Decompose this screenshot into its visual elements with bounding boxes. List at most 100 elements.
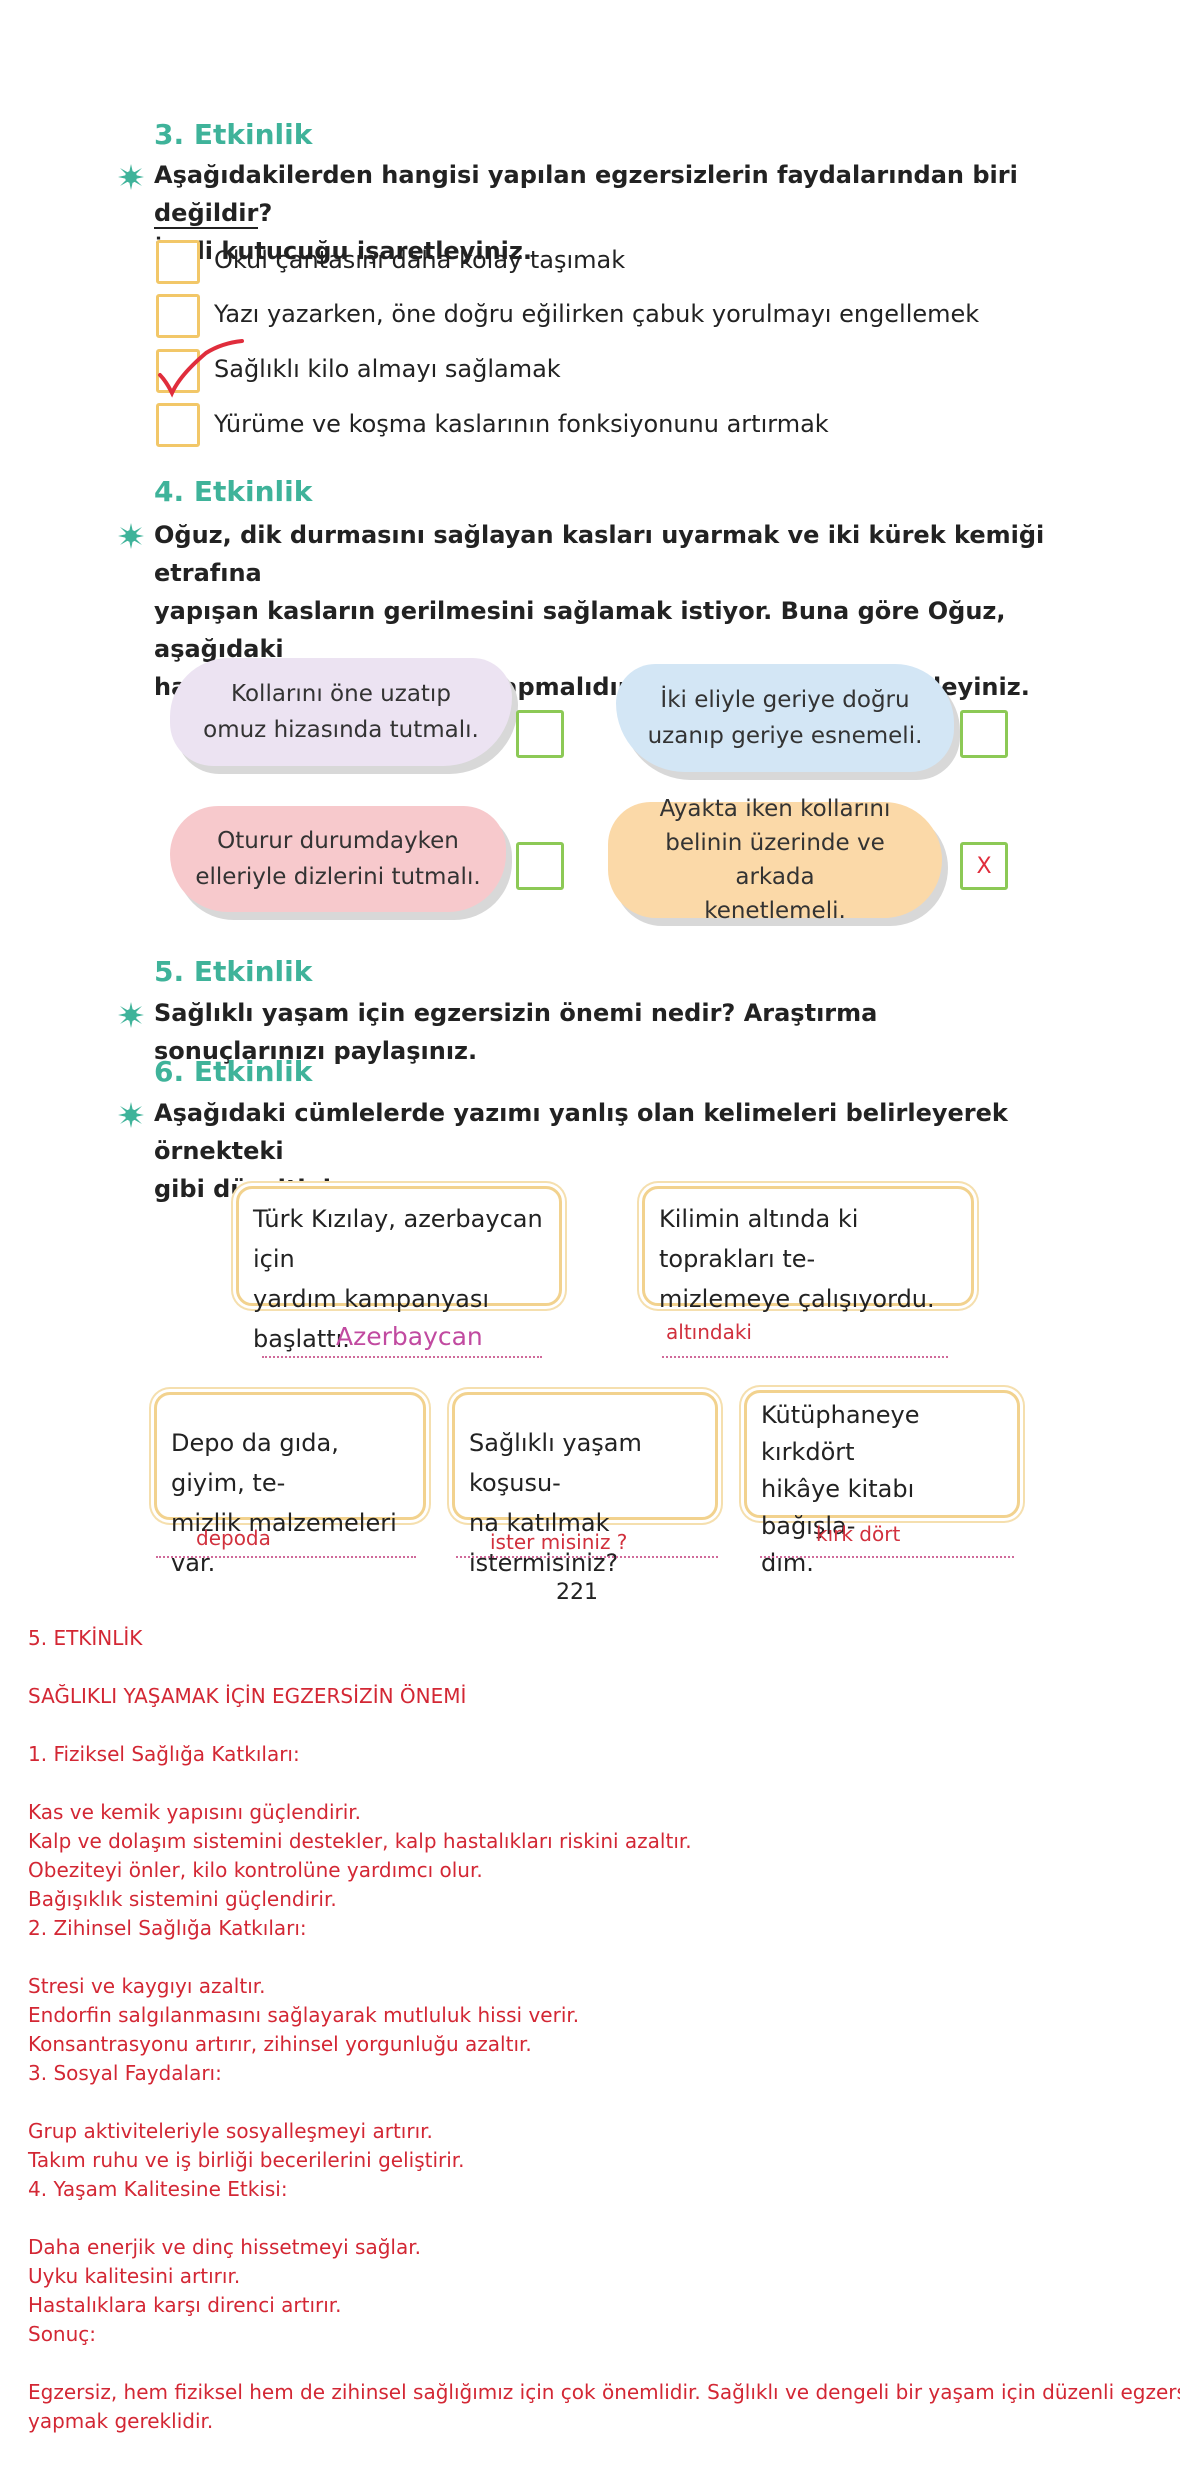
activity-3-title: 3. Etkinlik <box>154 118 313 151</box>
activity-6-title: 6. Etkinlik <box>154 1055 313 1088</box>
answer-checkbox-4[interactable]: X <box>960 842 1008 890</box>
option-label-4: Yürüme ve koşma kaslarının fonksiyonunu … <box>214 410 829 438</box>
essay-line: Endorfin salgılanmasını sağlayarak mutlu… <box>28 2003 580 2027</box>
bubble-line: kenetlemeli. <box>704 898 846 924</box>
page-number: 221 <box>556 1580 598 1605</box>
essay-line: Sonuç: <box>28 2322 97 2346</box>
sentence-card-1: Türk Kızılay, azerbaycan için yardım kam… <box>236 1186 562 1353</box>
essay-line: Grup aktiviteleriyle sosyalleşmeyi artır… <box>28 2119 433 2143</box>
starburst-bullet-icon <box>118 1002 144 1028</box>
essay-line: Kas ve kemik yapısını güçlendirir. <box>28 1800 362 1824</box>
card-line: mizlik malzemeleri var. <box>171 1509 397 1577</box>
correction-answer-2: altındaki <box>666 1320 752 1344</box>
sentence-card-2: Kilimin altında ki toprakları te- mizlem… <box>642 1186 974 1313</box>
essay-line: Obeziteyi önler, kilo kontrolüne yardımc… <box>28 1858 483 1882</box>
answer-checkbox-3[interactable] <box>516 842 564 890</box>
bubble-line: omuz hizasında tutmalı. <box>203 717 479 743</box>
question-text: Aşağıdakilerden hangisi yapılan egzersiz… <box>154 161 1018 189</box>
activity-3-question: Aşağıdakilerden hangisi yapılan egzersiz… <box>154 156 1054 270</box>
essay-line: Konsantrasyonu artırır, zihinsel yorgunl… <box>28 2032 532 2056</box>
essay-line: Bağışıklık sistemini güçlendirir. <box>28 1887 337 1911</box>
answer-line <box>760 1556 1014 1558</box>
essay-line <box>28 2204 1168 2233</box>
card-line: hikâye kitabı bağışla- <box>761 1475 915 1540</box>
bubble-line: belinin üzerinde ve arkada <box>665 830 885 890</box>
question-line-1: Aşağıdaki cümlelerde yazımı yanlış olan … <box>154 1099 1008 1165</box>
card-line: Türk Kızılay, azerbaycan için <box>253 1205 543 1273</box>
question-line-1: Oğuz, dik durmasını sağlayan kasları uya… <box>154 521 1045 587</box>
answer-bubble-2: İki eliyle geriye doğru uzanıp geriye esn… <box>616 664 954 772</box>
answer-bubble-1: Kollarını öne uzatıp omuz hizasında tutma… <box>170 658 512 766</box>
sentence-card-3: Depo da gıda, giyim, te- mizlik malzemel… <box>154 1392 426 1577</box>
essay-line <box>28 1711 1168 1740</box>
answer-line <box>262 1356 542 1358</box>
correction-answer-1: Azerbaycan <box>336 1322 483 1351</box>
essay-line: 4. Yaşam Kalitesine Etkisi: <box>28 2177 288 2201</box>
activity-5-question: Sağlıklı yaşam için egzersizin önemi ned… <box>154 999 878 1065</box>
essay-line: 3. Sosyal Faydaları: <box>28 2061 222 2085</box>
activity-5-title: 5. Etkinlik <box>154 955 313 988</box>
essay-line: Stresi ve kaygıyı azaltır. <box>28 1974 266 1998</box>
answer-essay: 5. ETKİNLİK SAĞLIKLI YAŞAMAK İÇİN EGZERS… <box>28 1624 1180 2436</box>
answer-line <box>662 1356 948 1358</box>
starburst-bullet-icon <box>118 164 144 190</box>
question-line-2: yapışan kasların gerilmesini sağlamak is… <box>154 597 1006 663</box>
card-line: yardım kampanyası başlattı. <box>253 1285 490 1353</box>
question-text-line2: İlgili kutucuğu işaretleyiniz. <box>154 237 532 265</box>
activity-4-title: 4. Etkinlik <box>154 475 313 508</box>
essay-line: SAĞLIKLI YAŞAMAK İÇİN EGZERSİZİN ÖNEMİ <box>28 1684 467 1708</box>
option-label-1: Okul çantasını daha kolay taşımak <box>214 246 626 274</box>
essay-line <box>28 1653 1168 1682</box>
answer-checkbox-1[interactable] <box>516 710 564 758</box>
essay-line <box>28 1769 1168 1798</box>
essay-line <box>28 1943 1168 1972</box>
answer-mark: X <box>976 853 992 879</box>
essay-line <box>28 2088 1168 2117</box>
correction-answer-5: kırk dört <box>816 1522 901 1546</box>
answer-line <box>156 1556 416 1558</box>
starburst-bullet-icon <box>118 523 144 549</box>
option-label-3: Sağlıklı kilo almayı sağlamak <box>214 355 561 383</box>
essay-line: Daha enerjik ve dinç hissetmeyi sağlar. <box>28 2235 421 2259</box>
question-mark: ? <box>258 199 273 227</box>
essay-line: Uyku kalitesini artırır. <box>28 2264 241 2288</box>
card-line: Kilimin altında ki toprakları te- <box>659 1205 859 1273</box>
option-label-2: Yazı yazarken, öne doğru eğilirken çabuk… <box>214 300 980 328</box>
essay-line: Egzersiz, hem fiziksel hem de zihinsel s… <box>28 2380 1180 2404</box>
red-checkmark-icon <box>158 339 244 398</box>
card-line: Sağlıklı yaşam koşusu- <box>469 1429 642 1497</box>
answer-bubble-4: Ayakta iken kollarını belinin üzerinde ve… <box>608 796 942 924</box>
bubble-line: Ayakta iken kollarını <box>659 796 891 822</box>
card-line: Depo da gıda, giyim, te- <box>171 1429 339 1497</box>
option-checkbox-4[interactable] <box>156 403 200 447</box>
bubble-line: İki eliyle geriye doğru <box>660 687 910 713</box>
essay-line: Takım ruhu ve iş birliği becerilerini ge… <box>28 2148 465 2172</box>
card-line: Kütüphaneye kırkdört <box>761 1401 920 1466</box>
underlined-word: değildir <box>154 199 259 229</box>
answer-line <box>456 1556 718 1558</box>
essay-line: Hastalıklara karşı direnci artırır. <box>28 2293 342 2317</box>
answer-bubble-3: Oturur durumdayken elleriyle dizlerini tu… <box>170 806 506 912</box>
answer-checkbox-2[interactable] <box>960 710 1008 758</box>
essay-line: 5. ETKİNLİK <box>28 1626 143 1650</box>
essay-line: 1. Fiziksel Sağlığa Katkıları: <box>28 1742 300 1766</box>
option-checkbox-2[interactable] <box>156 294 200 338</box>
sentence-card-4: Sağlıklı yaşam koşusu- na katılmak ister… <box>452 1392 718 1577</box>
sentence-card-5: Kütüphaneye kırkdört hikâye kitabı bağış… <box>744 1390 1020 1577</box>
correction-answer-4: ister misiniz ? <box>490 1530 628 1554</box>
card-line: mizlemeye çalışıyordu. <box>659 1285 935 1313</box>
bubble-line: uzanıp geriye esnemeli. <box>647 723 923 749</box>
bubble-line: Oturur durumdayken <box>217 828 459 854</box>
essay-line <box>28 2349 1168 2378</box>
card-line: dım. <box>761 1549 814 1577</box>
essay-line: yapmak gereklidir. <box>28 2409 214 2433</box>
card-line: na katılmak istermisiniz? <box>469 1509 619 1577</box>
option-checkbox-1[interactable] <box>156 240 200 284</box>
option-checkbox-3[interactable] <box>156 349 200 393</box>
starburst-bullet-icon <box>118 1102 144 1128</box>
correction-answer-3: depoda <box>196 1526 271 1550</box>
bubble-line: elleriyle dizlerini tutmalı. <box>195 864 481 890</box>
bubble-line: Kollarını öne uzatıp <box>231 681 451 707</box>
essay-line: 2. Zihinsel Sağlığa Katkıları: <box>28 1916 307 1940</box>
essay-line: Kalp ve dolaşım sistemini destekler, kal… <box>28 1829 692 1853</box>
